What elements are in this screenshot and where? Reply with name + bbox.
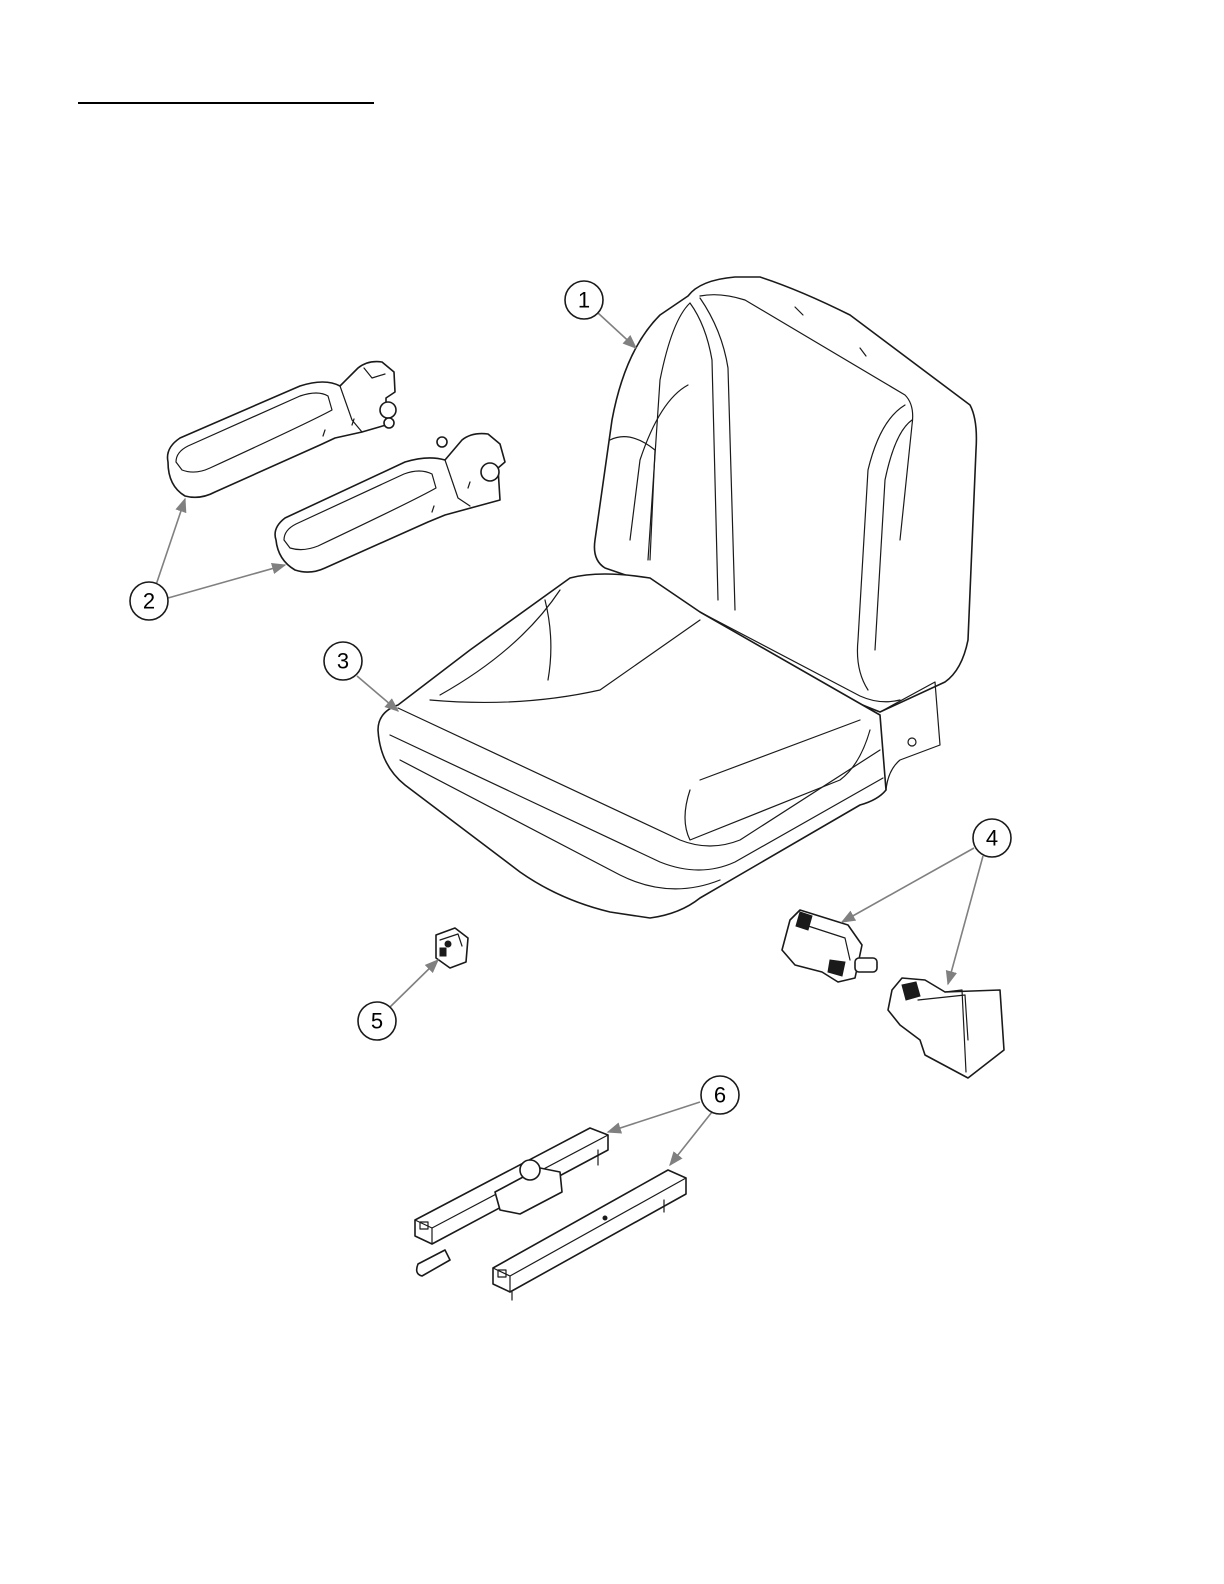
leader-line-4b	[948, 856, 983, 984]
seat-slide-rails-part	[415, 1128, 686, 1300]
callout-label-1: 1	[578, 288, 590, 313]
callout-balloon-6: 6	[701, 1076, 739, 1114]
callout-label-3: 3	[337, 649, 349, 674]
seat-belt-buckle-part	[782, 910, 1004, 1078]
leader-line-2b	[168, 565, 285, 598]
leader-line-4a	[842, 848, 974, 922]
leader-line-5	[390, 960, 438, 1007]
seat-switch-part	[436, 928, 468, 968]
leader-line-2a	[156, 499, 185, 585]
leader-line-1	[598, 313, 636, 348]
callout-balloon-4: 4	[973, 819, 1011, 857]
callout-balloon-1: 1	[565, 281, 603, 319]
callout-balloon-5: 5	[358, 1002, 396, 1040]
armrest-lower-part	[275, 434, 505, 572]
armrest-upper-part	[168, 362, 397, 498]
callout-label-2: 2	[143, 589, 155, 614]
leader-line-3	[357, 676, 398, 711]
leader-line-6a	[608, 1102, 700, 1132]
callout-balloon-3: 3	[324, 642, 362, 680]
callout-label-5: 5	[371, 1009, 383, 1034]
callout-balloon-2: 2	[130, 582, 168, 620]
callout-label-4: 4	[986, 826, 998, 851]
callout-label-6: 6	[714, 1083, 726, 1108]
leader-line-6b	[670, 1112, 712, 1165]
